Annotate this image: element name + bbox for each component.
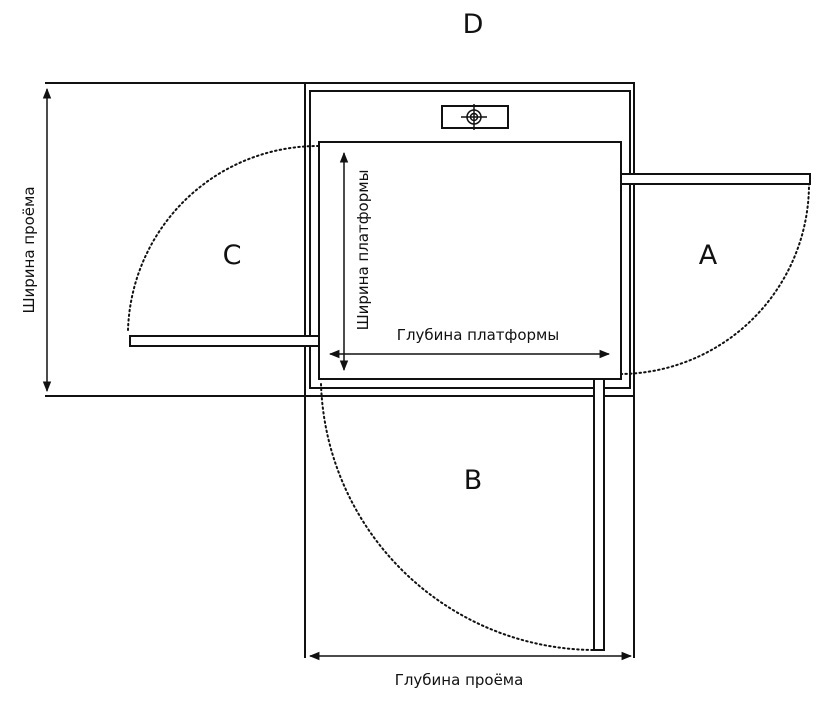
door-swing-a xyxy=(620,182,811,375)
platform xyxy=(318,141,622,380)
shaft-inner-wall xyxy=(309,90,631,389)
side-label-b: B xyxy=(464,465,483,496)
shaft-outer-wall xyxy=(304,82,635,397)
door-swing-b xyxy=(320,383,599,652)
opening-outline xyxy=(45,82,635,658)
opening-depth-label: Глубина проёма xyxy=(395,671,524,689)
side-label-d: D xyxy=(463,9,484,40)
door-swing-c xyxy=(127,144,320,331)
side-label-a: A xyxy=(699,240,718,271)
door-leaf-b xyxy=(593,378,605,651)
platform-depth-label: Глубина платформы xyxy=(397,326,559,344)
opening-width-label: Ширина проёма xyxy=(20,186,38,313)
side-label-c: C xyxy=(223,240,242,271)
door-leaf-a xyxy=(620,173,811,185)
platform-width-label: Ширина платформы xyxy=(354,170,372,331)
control-panel xyxy=(441,104,509,130)
door-leaf-c xyxy=(129,335,320,347)
